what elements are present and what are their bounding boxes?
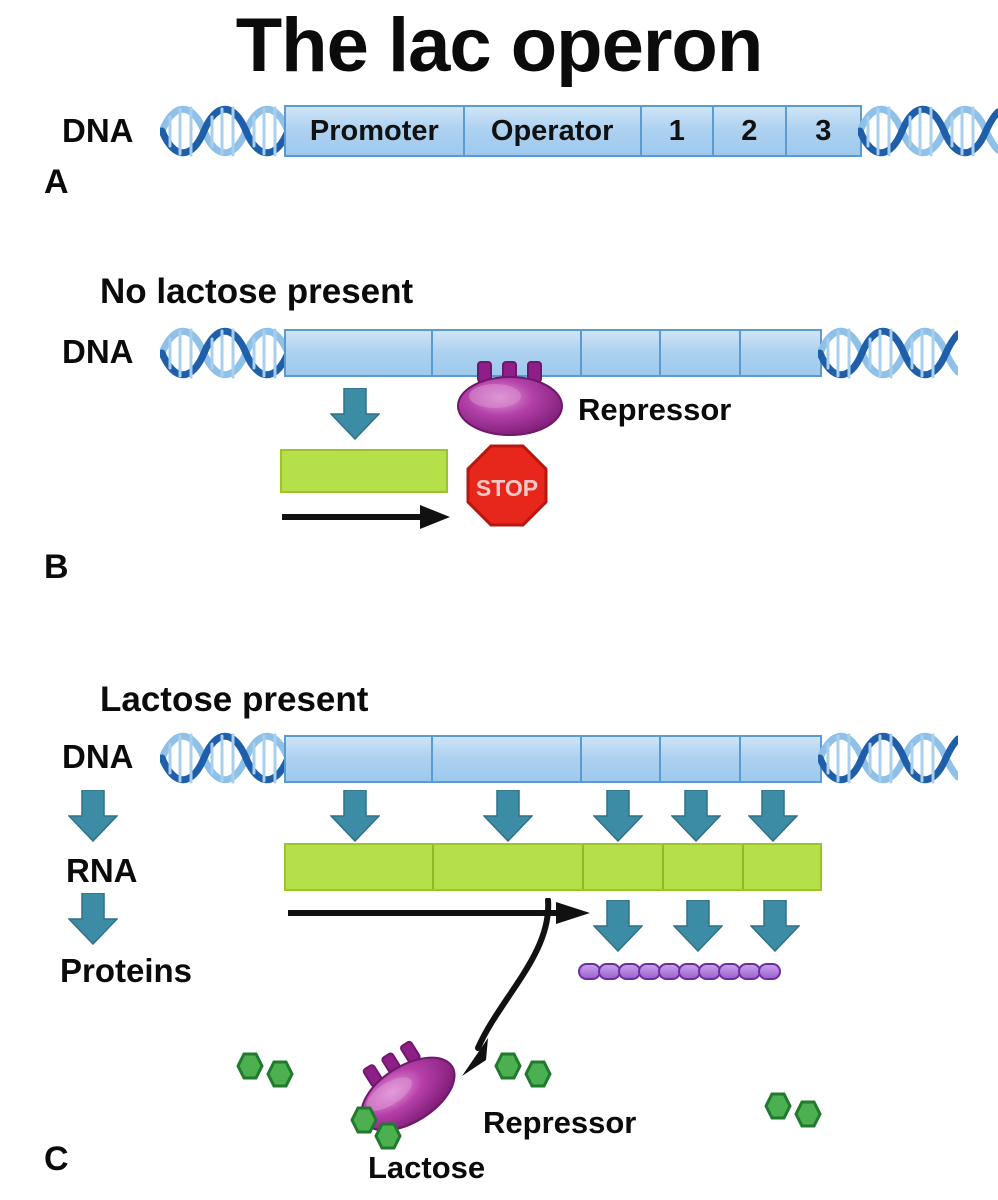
- panel-c-rna-label: RNA: [66, 852, 138, 889]
- panel-a-dna-label: DNA: [62, 112, 134, 149]
- dna-segment-gene-3: 3: [815, 114, 832, 147]
- transcription-arrow-icon: [330, 388, 380, 440]
- dna-helix-right-icon: [858, 106, 998, 157]
- dna-segment-gene-1: [582, 737, 662, 781]
- dna-segment-gene-2: [661, 737, 741, 781]
- dna-helix-left-icon: [160, 106, 290, 157]
- dna-segment-operator: [433, 331, 582, 375]
- dna-segment-gene-1: [582, 331, 662, 375]
- panel-letter-b: B: [44, 548, 69, 586]
- rna-segment: [282, 451, 446, 491]
- panel-c-lactose-label: Lactose: [368, 1150, 486, 1185]
- dna-segment-operator: Operator: [465, 107, 642, 155]
- panel-c-repressor-label: Repressor: [483, 1105, 637, 1140]
- translation-arrow-icon: [673, 900, 723, 952]
- panel-c-dna-label: DNA: [62, 738, 134, 775]
- repressor-protein-b: [457, 361, 563, 436]
- panel-letter-a: A: [44, 163, 69, 201]
- panel-b-transcription-block-arrow: [282, 505, 450, 529]
- transcription-arrow-icon: [593, 790, 643, 842]
- panel-c-rna-bar: [284, 843, 822, 891]
- dna-segment-promoter: [286, 737, 433, 781]
- panel-b-rna-bar: [280, 449, 448, 493]
- transcription-arrow-icon: [330, 790, 380, 842]
- panel-b-dna-label: DNA: [62, 333, 134, 370]
- rna-segment: [664, 845, 744, 889]
- page-title: The lac operon: [235, 3, 764, 88]
- panel-c-proteins-label: Proteins: [60, 952, 193, 989]
- rna-segment: [434, 845, 584, 889]
- stop-sign-icon: STOP: [466, 444, 548, 527]
- protein-bead-chain: [578, 963, 781, 980]
- translation-arrow-icon: [593, 900, 643, 952]
- translation-flow-arrow: [288, 902, 590, 924]
- lactose-molecule: [764, 1092, 822, 1128]
- lactose-molecule: [494, 1052, 552, 1088]
- dna-helix-left-b-icon: [160, 328, 290, 379]
- panel-c-dna-bar: [284, 735, 822, 783]
- dna-segment-gene-1: 1: [642, 107, 715, 155]
- repressor-inactivation-curved-arrow: [462, 898, 552, 1076]
- stop-sign-text: STOP: [476, 475, 538, 501]
- dna-segment-gene-3: [741, 737, 820, 781]
- lactose-molecule: [236, 1052, 294, 1088]
- panel-c-heading: Lactose present: [100, 680, 369, 719]
- dna-segment-gene-2: [661, 331, 741, 375]
- panel-letter-c: C: [44, 1140, 69, 1178]
- dna-segment-gene-3: [741, 331, 820, 375]
- protein-bead: [758, 963, 781, 980]
- panel-b-dna-bar: [284, 329, 822, 377]
- dna-segment-promoter: [286, 331, 433, 375]
- transcription-arrow-icon: [671, 790, 721, 842]
- rna-segment: [584, 845, 664, 889]
- panel-b-heading: No lactose present: [100, 272, 414, 311]
- repressor-protein-c: [350, 1040, 456, 1150]
- translation-arrow-icon: [750, 900, 800, 952]
- panel-b-repressor-label: Repressor: [578, 392, 732, 427]
- dna-segment-operator: [433, 737, 582, 781]
- rna-segment: [286, 845, 434, 889]
- transcription-arrow-icon: [483, 790, 533, 842]
- dna-helix-right-c-icon: [818, 733, 958, 784]
- dna-helix-left-c-icon: [160, 733, 290, 784]
- dna-to-rna-arrow-icon: [68, 790, 118, 842]
- panel-a-dna-bar: Promoter Operator 1 2 3: [284, 105, 862, 157]
- dna-segment-promoter: Promoter: [286, 107, 465, 155]
- transcription-arrow-icon: [748, 790, 798, 842]
- dna-segment-gene-2: 2: [714, 107, 787, 155]
- rna-segment: [744, 845, 822, 889]
- rna-to-protein-arrow-icon: [68, 893, 118, 945]
- dna-helix-right-b-icon: [818, 328, 958, 379]
